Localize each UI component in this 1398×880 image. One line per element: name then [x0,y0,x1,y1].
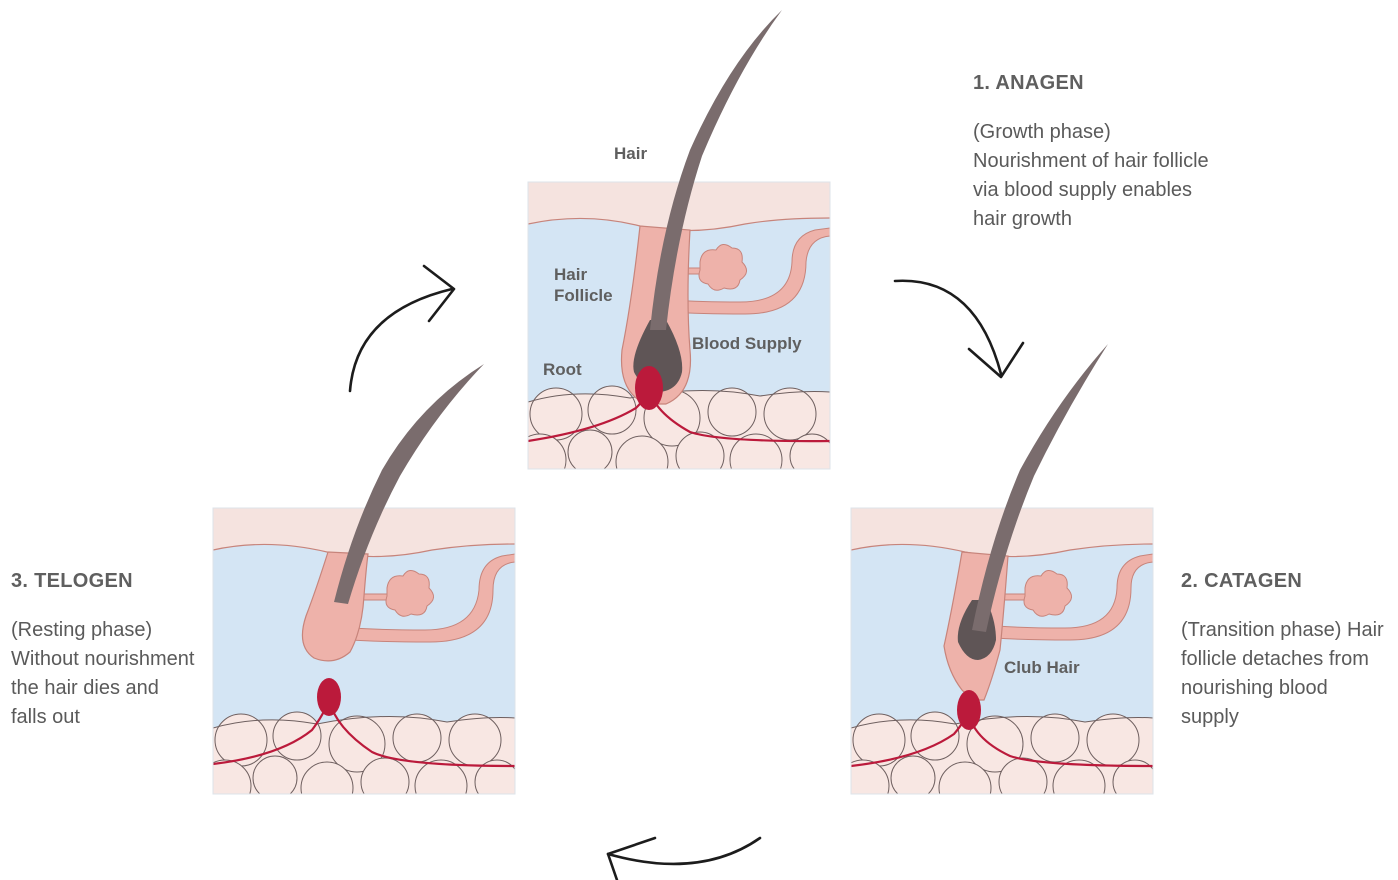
arrow-telogen-to-anagen [350,266,454,391]
anagen-title: 1. ANAGEN [973,72,1084,95]
catagen-description: (Transition phase) Hair follicle detache… [1181,616,1391,732]
blood-supply-label: Blood Supply [692,333,802,354]
telogen-title: 3. TELOGEN [11,570,133,593]
arrow-anagen-to-catagen [895,281,1023,377]
telogen-panel [199,364,519,814]
catagen-panel [837,344,1157,814]
anagen-panel [514,10,834,488]
root-label: Root [543,359,582,380]
fat-cells [514,386,834,488]
telogen-papilla [317,678,341,716]
root-papilla [635,366,663,410]
arrow-catagen-to-telogen [608,838,760,880]
anagen-description: (Growth phase) Nourishment of hair folli… [973,118,1213,234]
catagen-papilla [957,690,981,730]
telogen-description: (Resting phase) Without nourishment the … [11,616,196,732]
club-hair-label: Club Hair [1004,657,1080,678]
catagen-title: 2. CATAGEN [1181,570,1302,593]
hair-label: Hair [614,143,647,164]
hair-follicle-label: Hair Follicle [554,264,634,306]
